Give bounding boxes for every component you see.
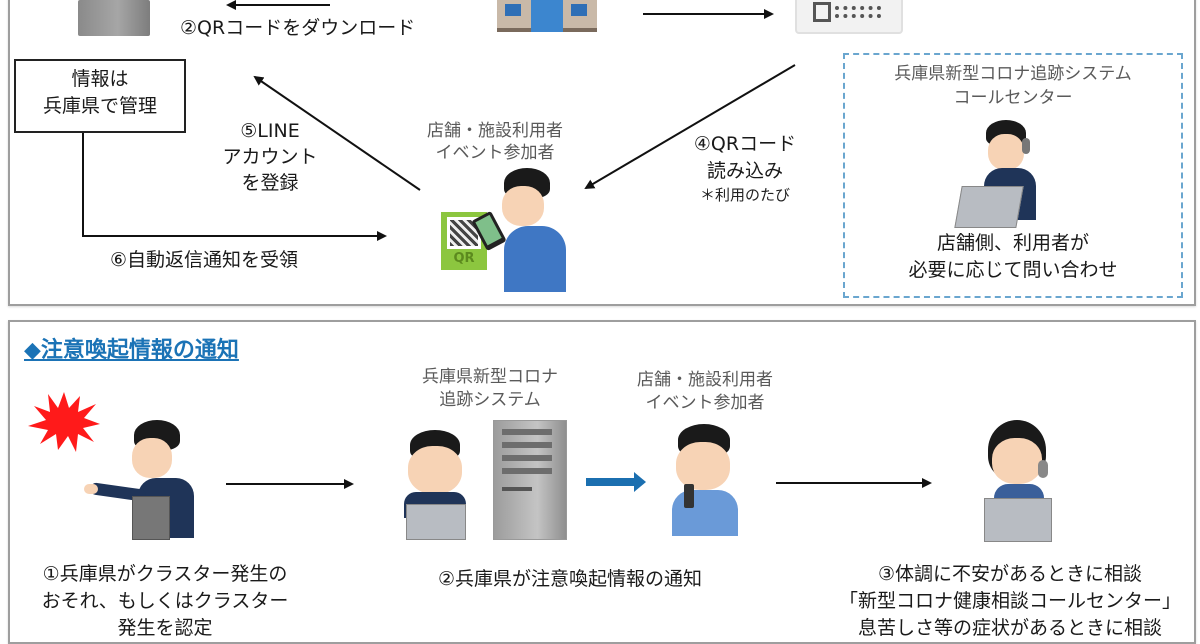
info-managed-box: 情報は 兵庫県で管理 [14,59,186,133]
operator-male-icon [954,120,1050,228]
qr-badge-text: QR [453,251,475,266]
step1-line2: おそれ、もしくはクラスター [41,590,289,612]
health-call-center-operator-icon [980,420,1060,548]
person-scanning-icon [471,168,570,292]
qr-code-icon [795,0,903,34]
system-operator-icon [400,430,470,540]
bottom-flow-arrows [226,472,932,492]
user-label-line1: 店舗・施設利用者 [427,121,563,141]
step1-line3: 発生を認定 [117,617,213,639]
arrow-scan-qr [584,64,796,190]
bottom-user-label-line2: イベント参加者 [645,393,765,413]
step5-line3: を登録 [241,172,299,194]
step3-line3: 息苦しさ等の症状があるときに相談 [857,617,1162,639]
official-pointing-icon [84,420,200,540]
arrow-register-line [253,75,421,191]
top-flow-arrows [82,0,796,241]
step1-line1: ①兵庫県がクラスター発生の [42,563,288,585]
call-center-title-line1: 兵庫県新型コロナ追跡システム [894,64,1132,84]
user-phone-icon [666,424,748,536]
server-icon [78,0,150,36]
step5-line2: アカウント [222,146,318,168]
arrow-auto-reply [82,131,387,241]
step2-download-label: ②QRコードをダウンロード [180,17,416,39]
system-label-line2: 追跡システム [439,390,541,410]
section-heading: ◆注意喚起情報の通知 [24,338,239,363]
step3-line1: ③体調に不安があるときに相談 [877,563,1143,585]
call-center-caption-line2: 必要に応じて問い合わせ [908,259,1118,281]
step3-line2: 「新型コロナ健康相談コールセンター」 [838,590,1181,612]
step4-line2: 読み込み [706,160,783,182]
alert-burst-icon [28,392,100,452]
info-box-line2: 兵庫県で管理 [42,95,157,117]
step4-note: ＊利用のたび [699,186,790,204]
system-label-line1: 兵庫県新型コロナ [422,367,558,387]
call-center-title-line2: コールセンター [953,88,1073,108]
step2-notify-label: ②兵庫県が注意喚起情報の通知 [437,568,703,590]
step4-line1: ④QRコード [693,133,797,155]
bottom-user-label-line1: 店舗・施設利用者 [637,370,773,390]
building-icon [497,0,597,32]
user-label-line2: イベント参加者 [435,143,555,163]
step5-line1: ⑤LINE [240,120,300,142]
server-rack-icon [493,420,567,540]
call-center-box [843,53,1183,298]
info-box-line1: 情報は [71,68,129,90]
step6-auto-reply-label: ⑥自動返信通知を受領 [110,249,299,271]
call-center-caption-line1: 店舗側、利用者が [936,232,1089,254]
